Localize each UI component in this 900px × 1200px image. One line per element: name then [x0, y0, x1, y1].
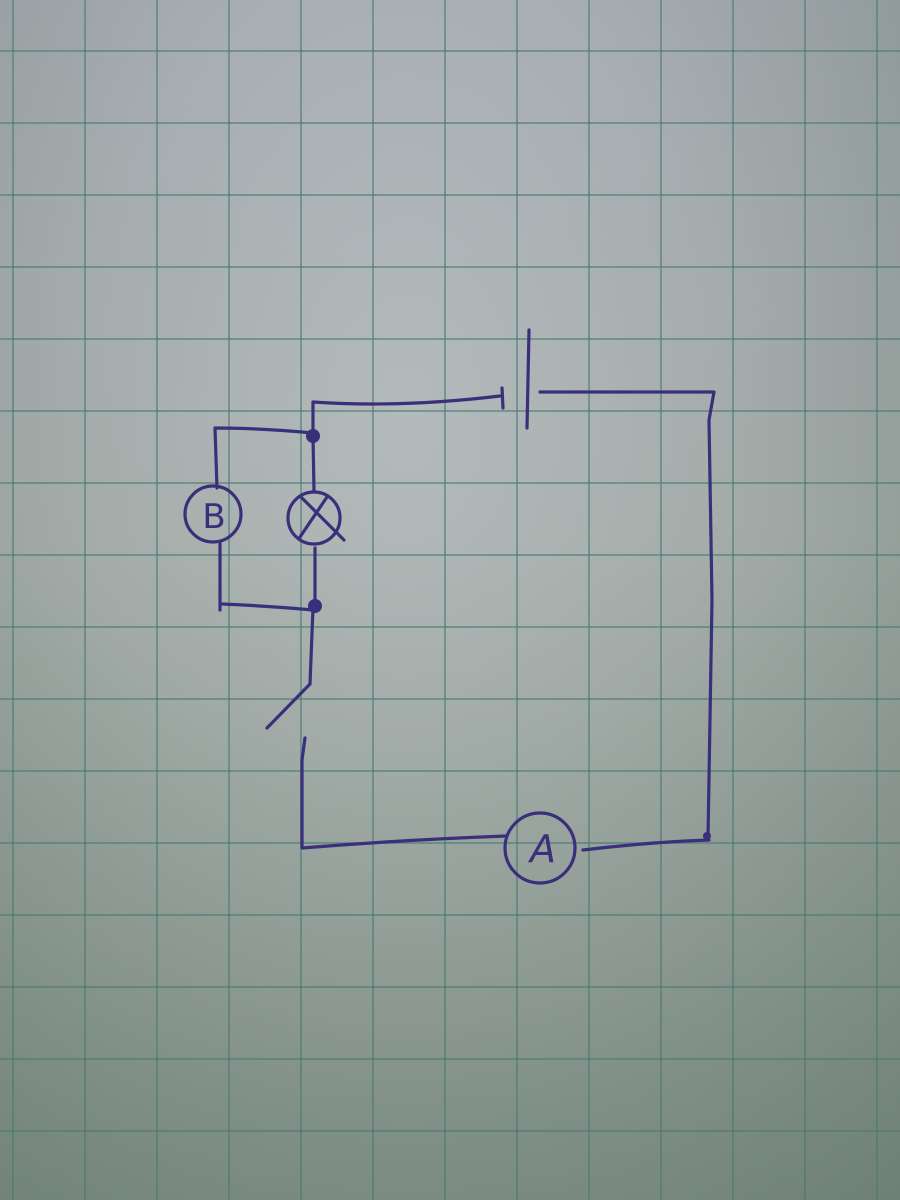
ammeter-icon: A [503, 811, 577, 885]
wire-top-left [311, 394, 502, 438]
wire-lamp-top [311, 434, 316, 494]
bell-label: B [202, 497, 225, 537]
wire-bottom-right [581, 838, 711, 852]
corner-dot-right [703, 832, 711, 840]
switch-icon [265, 682, 312, 730]
ammeter-label: A [527, 827, 556, 871]
bell-icon: B [183, 484, 243, 544]
wire-bell-top [213, 426, 315, 490]
wire-right [538, 390, 716, 840]
lamp-icon [286, 490, 346, 546]
wire-switch-up [308, 606, 315, 686]
wire-bottom-left [300, 736, 508, 850]
wire-bell-bottom [218, 540, 315, 612]
battery-cell-icon [500, 328, 531, 430]
junction-dot-top [306, 429, 320, 443]
junction-dot-bottom [308, 599, 322, 613]
